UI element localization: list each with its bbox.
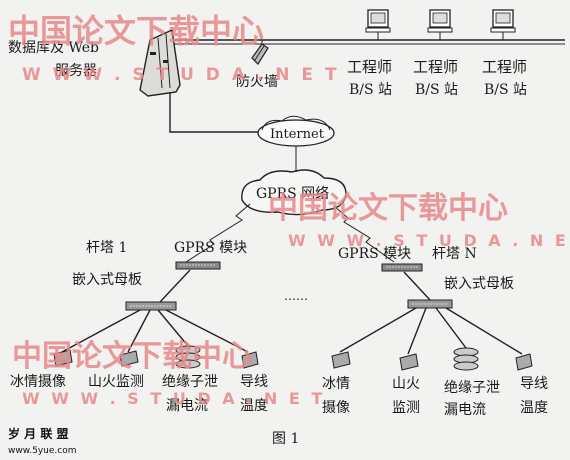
sensor-left-3-label-line1: 绝缘子泄 [162, 374, 218, 390]
sensor-right-1-label-line1: 冰情 [322, 376, 350, 392]
insulator-sensor-1-icon [175, 345, 201, 369]
engineer-pc-1-icon [365, 9, 391, 40]
temp-sensor-1-icon [241, 351, 259, 369]
tower-n-label: 杆塔 N [432, 246, 477, 262]
engineer-1-label-line1: 工程师 [347, 58, 392, 76]
tower-1-board-label: 嵌入式母板 [72, 272, 142, 288]
temp-sensor-n-icon [515, 353, 533, 371]
tower-ellipsis: …… [284, 289, 308, 303]
sensor-left-4-label-line1: 导线 [240, 374, 268, 390]
motherboard-n-icon [407, 299, 453, 309]
gprs-module-n-icon [381, 263, 423, 272]
engineer-3-label-line1: 工程师 [482, 58, 527, 76]
sensor-right-3-label-line2: 漏电流 [444, 402, 486, 418]
motherboard-1-icon [125, 301, 177, 311]
board-n-to-sensor-1 [339, 307, 417, 353]
board-1-to-sensor-1 [61, 309, 141, 353]
sensor-right-3-label-line1: 绝缘子泄 [444, 380, 500, 396]
gprs-module-1-icon [175, 261, 221, 270]
firewall-label: 防火墙 [236, 74, 278, 90]
sensor-left-4-label-line2: 温度 [240, 398, 268, 414]
tower-1-label: 杆塔 1 [86, 240, 127, 256]
board-1-to-sensor-3 [157, 309, 189, 347]
fire-sensor-n-icon [399, 353, 419, 371]
board-1-to-sensor-4 [165, 309, 249, 353]
server-label-line1: 数据库及 Web [8, 40, 99, 56]
sensor-right-1-label-line2: 摄像 [322, 400, 350, 416]
engineer-3-label-line2: B/S 站 [484, 82, 527, 98]
internet-label: Internet [270, 127, 325, 142]
sensor-right-4-label-line1: 导线 [520, 376, 548, 392]
tower-1-module-label: GPRS 模块 [174, 240, 247, 256]
watermark-cn-top: 中国论文下载中心 [8, 12, 264, 50]
board-n-to-sensor-3 [435, 307, 467, 349]
watermark-layer: 中国论文下载中心 W W W . S T U D A . N E T 中国论文下… [8, 12, 570, 408]
watermark-url-top: W W W . S T U D A . N E T [22, 65, 340, 85]
site-logo-text: 岁 月 联 盟 [8, 426, 69, 441]
insulator-sensor-n-icon [453, 347, 479, 371]
fire-sensor-1-icon [119, 350, 139, 367]
module-1-board-link [159, 269, 191, 303]
server-label-line2: 服务器 [55, 63, 97, 79]
board-1-to-sensor-2 [127, 309, 151, 353]
figure-caption: 图 1 [272, 431, 299, 447]
server-icon [139, 28, 181, 97]
board-n-to-sensor-2 [407, 307, 427, 355]
gprs-cloud [241, 169, 347, 216]
gprs-network-label: GPRS 网络 [256, 186, 329, 202]
camera-sensor-1-icon [53, 349, 73, 367]
sensor-right-2-label-line2: 监测 [392, 400, 420, 416]
sensor-left-3-label-line2: 漏电流 [166, 398, 208, 414]
tower-n-board-label: 嵌入式母板 [444, 276, 514, 292]
watermark-cn-bottom: 中国论文下载中心 [12, 339, 252, 374]
engineer-pc-3-icon [490, 9, 516, 40]
server-internet-link [169, 92, 262, 133]
watermark-url-mid: W W W . S T U D A . N E T [288, 231, 570, 250]
site-logo-url: www.5yue.com [8, 446, 77, 456]
board-n-to-sensor-4 [445, 307, 523, 355]
sensor-right-2-label-line1: 山火 [392, 376, 420, 392]
firewall-icon [251, 43, 269, 65]
tower-n-module-label: GPRS 模块 [338, 246, 411, 262]
wireless-link-right [333, 205, 395, 263]
sensor-right-4-label-line2: 温度 [520, 400, 548, 416]
internet-cloud [257, 115, 335, 147]
engineer-1-label-line2: B/S 站 [349, 82, 392, 98]
watermark-url-bottom: W W W . S T U D A . N E T [22, 389, 325, 408]
engineer-2-label-line2: B/S 站 [415, 82, 458, 98]
wireless-link-left [185, 203, 251, 263]
engineer-2-label-line1: 工程师 [413, 58, 458, 76]
watermark-cn-mid: 中国论文下载中心 [268, 191, 508, 226]
camera-sensor-n-icon [331, 351, 351, 369]
engineer-pc-2-icon [427, 9, 453, 40]
module-n-board-link [403, 271, 431, 301]
sensor-left-1-label: 冰情摄像 [10, 374, 66, 390]
sensor-left-2-label: 山火监测 [88, 374, 144, 390]
